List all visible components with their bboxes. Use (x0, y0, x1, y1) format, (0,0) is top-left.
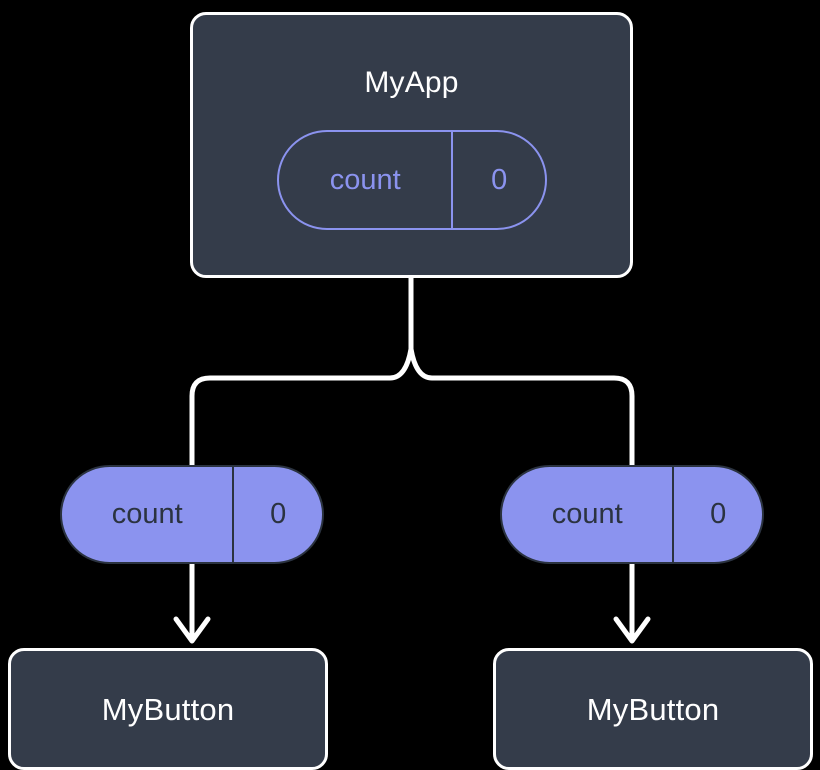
state-pill-branch-left-key: count (111, 498, 183, 530)
connector-branch-bar (189, 346, 635, 465)
state-pill-branch-left[interactable]: count 0 (60, 465, 324, 564)
state-pill-root[interactable]: count 0 (277, 130, 547, 230)
arrow-head-left (173, 616, 211, 644)
state-pill-root-key: count (329, 163, 401, 196)
component-node-myapp[interactable]: MyApp (190, 12, 633, 278)
state-pill-branch-right-key: count (551, 498, 623, 530)
arrow-head-right (613, 616, 651, 644)
component-node-mybutton-left[interactable]: MyButton (8, 648, 328, 770)
component-node-mybutton-right[interactable]: MyButton (493, 648, 813, 770)
state-pill-branch-right[interactable]: count 0 (500, 465, 764, 564)
state-pill-branch-left-value: 0 (232, 467, 322, 562)
component-title-mybutton-left: MyButton (101, 691, 235, 727)
state-pill-root-value: 0 (451, 132, 545, 228)
component-title-myapp: MyApp (364, 66, 459, 99)
state-pill-branch-right-value: 0 (672, 467, 762, 562)
component-title-mybutton-right: MyButton (586, 691, 720, 727)
